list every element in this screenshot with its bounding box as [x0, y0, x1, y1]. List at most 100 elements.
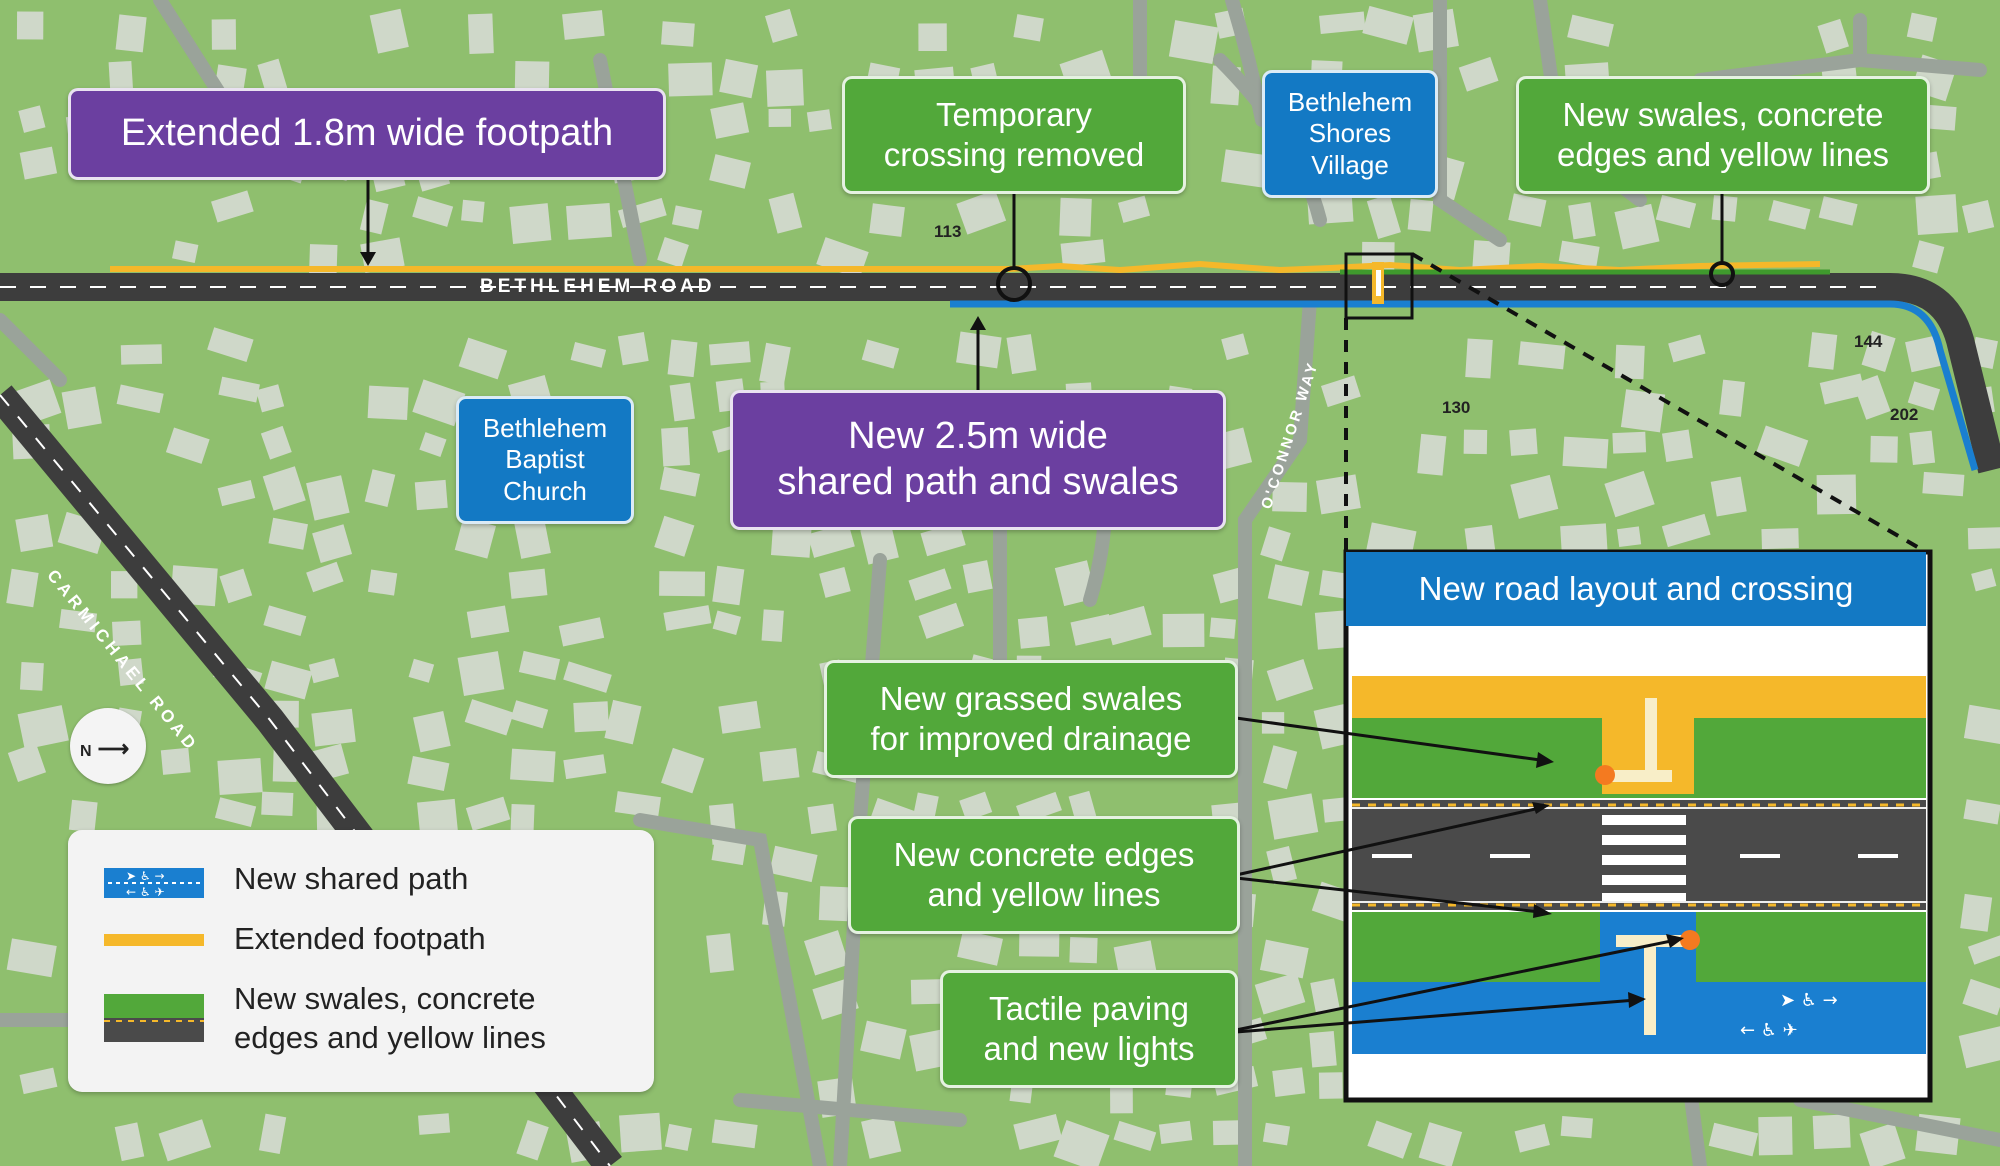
house-number: 130: [1442, 398, 1471, 417]
callout-line: shared path and swales: [777, 461, 1179, 503]
building: [1310, 978, 1340, 1013]
building: [1614, 344, 1645, 380]
building: [457, 651, 505, 697]
building: [1263, 745, 1298, 790]
building: [819, 567, 851, 598]
building: [1110, 1081, 1133, 1114]
building: [1819, 373, 1866, 405]
building: [1069, 937, 1098, 964]
building: [467, 13, 494, 55]
building: [563, 661, 612, 693]
callout-pointers: [360, 180, 1735, 390]
building: [566, 202, 612, 240]
building: [115, 14, 147, 53]
callout-new-shared-path: New 2.5m wide shared path and swales: [730, 390, 1226, 530]
building: [513, 513, 551, 559]
building: [510, 748, 556, 783]
building: [1221, 149, 1269, 188]
callout-new-swales: New swales, concrete edges and yellow li…: [1516, 76, 1930, 194]
building: [1053, 1119, 1110, 1166]
building: [211, 19, 237, 50]
callout-line: crossing removed: [883, 136, 1145, 173]
building: [464, 699, 514, 736]
building: [1158, 1120, 1193, 1144]
building: [706, 933, 735, 973]
building: [308, 658, 340, 684]
building: [671, 205, 703, 230]
building: [1907, 381, 1941, 411]
building: [1905, 335, 1941, 373]
inset-title: New road layout and crossing: [1346, 552, 1926, 626]
house-number: 144: [1854, 332, 1883, 351]
building: [518, 650, 561, 681]
building: [268, 517, 308, 550]
building: [1509, 428, 1538, 456]
building: [412, 196, 454, 227]
building: [558, 617, 605, 647]
building: [412, 379, 466, 427]
place-line: Bethlehem: [482, 413, 608, 444]
building: [461, 199, 485, 223]
building: [1912, 240, 1945, 274]
building: [261, 791, 294, 816]
building: [1104, 605, 1152, 646]
building: [218, 376, 260, 403]
building: [1367, 1120, 1413, 1159]
building: [770, 527, 812, 558]
building: [759, 747, 800, 782]
building: [408, 658, 435, 683]
building: [1212, 1120, 1246, 1146]
building: [1768, 199, 1811, 230]
building: [1272, 1067, 1306, 1097]
place-line: Bethlehem: [1287, 87, 1413, 118]
building: [1668, 334, 1706, 363]
building: [861, 1114, 902, 1159]
building: [1418, 1122, 1463, 1166]
callout-line: for improved drainage: [870, 720, 1192, 757]
building: [260, 425, 292, 460]
building: [807, 522, 855, 558]
building: [1315, 474, 1361, 515]
building: [207, 327, 254, 362]
building: [1362, 5, 1414, 45]
building: [1558, 240, 1600, 268]
svg-text:➤ ♿︎ →: ➤ ♿︎ →: [1780, 990, 1838, 1011]
building: [18, 105, 46, 133]
building: [508, 568, 548, 599]
building: [1761, 528, 1799, 550]
building: [1518, 341, 1566, 370]
building: [1812, 1114, 1851, 1150]
building: [306, 561, 344, 593]
building: [465, 796, 511, 831]
building: [1254, 972, 1306, 1015]
bethlehem-road: [0, 273, 2000, 474]
building: [1710, 476, 1747, 517]
building: [1620, 389, 1666, 433]
building: [1267, 793, 1319, 840]
building: [1117, 195, 1151, 223]
building: [1816, 474, 1857, 515]
building: [117, 658, 144, 686]
building: [659, 466, 701, 497]
building: [466, 605, 510, 639]
callout-line: and new lights: [983, 1030, 1195, 1067]
building: [7, 743, 47, 783]
building: [918, 23, 947, 52]
building: [860, 523, 899, 565]
building: [367, 569, 398, 596]
building: [219, 568, 253, 604]
building: [712, 610, 742, 635]
building: [765, 69, 804, 107]
place-bethlehem-shores-village: Bethlehem Shores Village: [1262, 70, 1438, 198]
building: [807, 803, 837, 835]
building: [1366, 194, 1401, 239]
building: [312, 524, 353, 564]
building: [516, 1120, 549, 1161]
building: [217, 757, 263, 796]
building: [804, 930, 850, 976]
building: [15, 514, 54, 553]
building: [1465, 338, 1493, 379]
building: [407, 756, 450, 791]
building: [1616, 526, 1642, 548]
building: [311, 708, 356, 747]
